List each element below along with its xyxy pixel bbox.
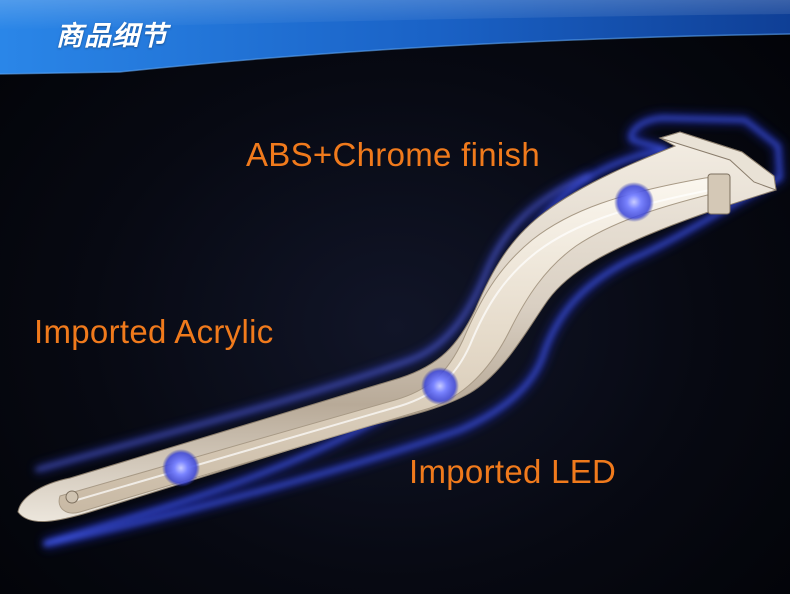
end-bracket	[707, 173, 731, 215]
callout-imported-acrylic: Imported Acrylic	[34, 313, 274, 350]
section-title: 商品细节	[56, 21, 168, 52]
led-highlight-dot	[614, 182, 654, 222]
callout-imported-led: Imported LED	[409, 453, 617, 490]
blue-glow-inner	[35, 172, 592, 473]
led-highlight-dot	[421, 367, 459, 405]
mounting-screw	[65, 490, 79, 504]
led-highlight-dot	[162, 449, 200, 487]
callout-abs-chrome: ABS+Chrome finish	[246, 136, 540, 173]
header-band	[0, 0, 790, 75]
